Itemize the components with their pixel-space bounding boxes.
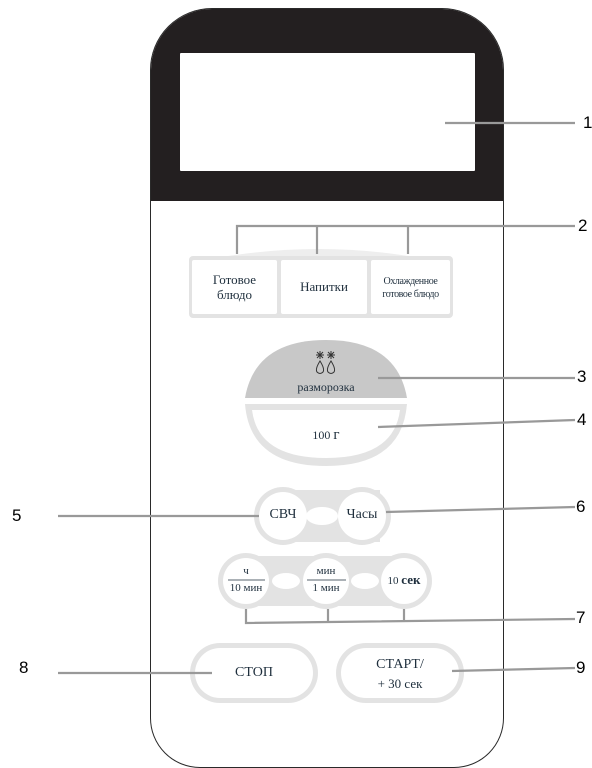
minutes-label-bottom: 1 мин xyxy=(312,582,340,594)
callout-5: 5 xyxy=(12,506,22,525)
weight-label: 100 г xyxy=(252,427,400,444)
start-label-line1: СТАРТ/ xyxy=(376,657,424,672)
callout-4: 4 xyxy=(577,410,587,429)
start-label-line2: + 30 сек xyxy=(377,676,423,691)
ready-meal-label-line1: Готовое xyxy=(212,272,257,287)
callout-1: 1 xyxy=(583,113,592,132)
start-button[interactable] xyxy=(341,648,459,698)
callout-2: 2 xyxy=(578,216,588,235)
chilled-meal-label-line2: готовое блюдо xyxy=(382,289,439,300)
mode-buttons-gap xyxy=(306,507,338,525)
callout-6: 6 xyxy=(576,497,586,516)
time-gap-1 xyxy=(272,573,300,589)
seconds-value: 10 xyxy=(387,575,399,587)
callout-7: 7 xyxy=(576,608,586,627)
weight-button[interactable] xyxy=(252,410,400,458)
clock-label: Часы xyxy=(346,507,378,522)
hours-button[interactable] xyxy=(223,558,269,604)
defrost-button[interactable] xyxy=(245,340,407,398)
control-panel-diagram: Готовое блюдо Напитки Охлажденное готово… xyxy=(12,8,592,768)
panel-top-black xyxy=(151,9,503,201)
start-label: СТАРТ/ + 30 сек xyxy=(341,655,459,693)
stop-button[interactable] xyxy=(195,648,313,698)
weight-unit: г xyxy=(333,427,340,443)
chilled-meal-label-line1: Охлажденное xyxy=(383,276,438,287)
minutes-button[interactable] xyxy=(303,558,349,604)
seconds-label: 10 сек xyxy=(378,572,430,588)
display-window xyxy=(179,52,476,172)
leader-lines xyxy=(58,121,576,675)
callout-9: 9 xyxy=(576,658,586,677)
ready-meal-label: Готовое блюдо xyxy=(192,272,277,302)
microwave-button[interactable] xyxy=(259,492,307,540)
leader-9 xyxy=(451,666,576,673)
stop-label: СТОП xyxy=(235,665,273,680)
leader-7 xyxy=(244,609,576,625)
weight-value: 100 xyxy=(312,428,331,442)
leader-6 xyxy=(385,505,576,514)
defrost-label: разморозка xyxy=(297,380,355,394)
chilled-meal-label: Охлажденное готовое блюдо xyxy=(371,275,450,301)
callout-3: 3 xyxy=(577,367,587,386)
seconds-unit: сек xyxy=(401,572,421,587)
defrost-icon xyxy=(315,351,336,374)
panel-body xyxy=(150,8,504,768)
hours-label-bottom: 10 мин xyxy=(229,582,263,594)
leader-2 xyxy=(235,224,575,254)
ready-meal-label-line2: блюдо xyxy=(217,287,252,302)
time-gap-2 xyxy=(351,573,379,589)
panel-graphics xyxy=(58,121,576,703)
minutes-label-top: мин xyxy=(316,565,336,577)
ready-meal-button[interactable] xyxy=(192,260,277,314)
chilled-meal-button[interactable] xyxy=(371,260,450,314)
leader-4 xyxy=(377,418,576,429)
seconds-button[interactable] xyxy=(381,558,427,604)
clock-button[interactable] xyxy=(338,492,386,540)
drinks-label: Напитки xyxy=(300,279,348,294)
drinks-button[interactable] xyxy=(281,260,367,314)
callout-8: 8 xyxy=(19,658,29,677)
microwave-label: СВЧ xyxy=(269,507,297,522)
hours-label-top: ч xyxy=(243,565,249,577)
